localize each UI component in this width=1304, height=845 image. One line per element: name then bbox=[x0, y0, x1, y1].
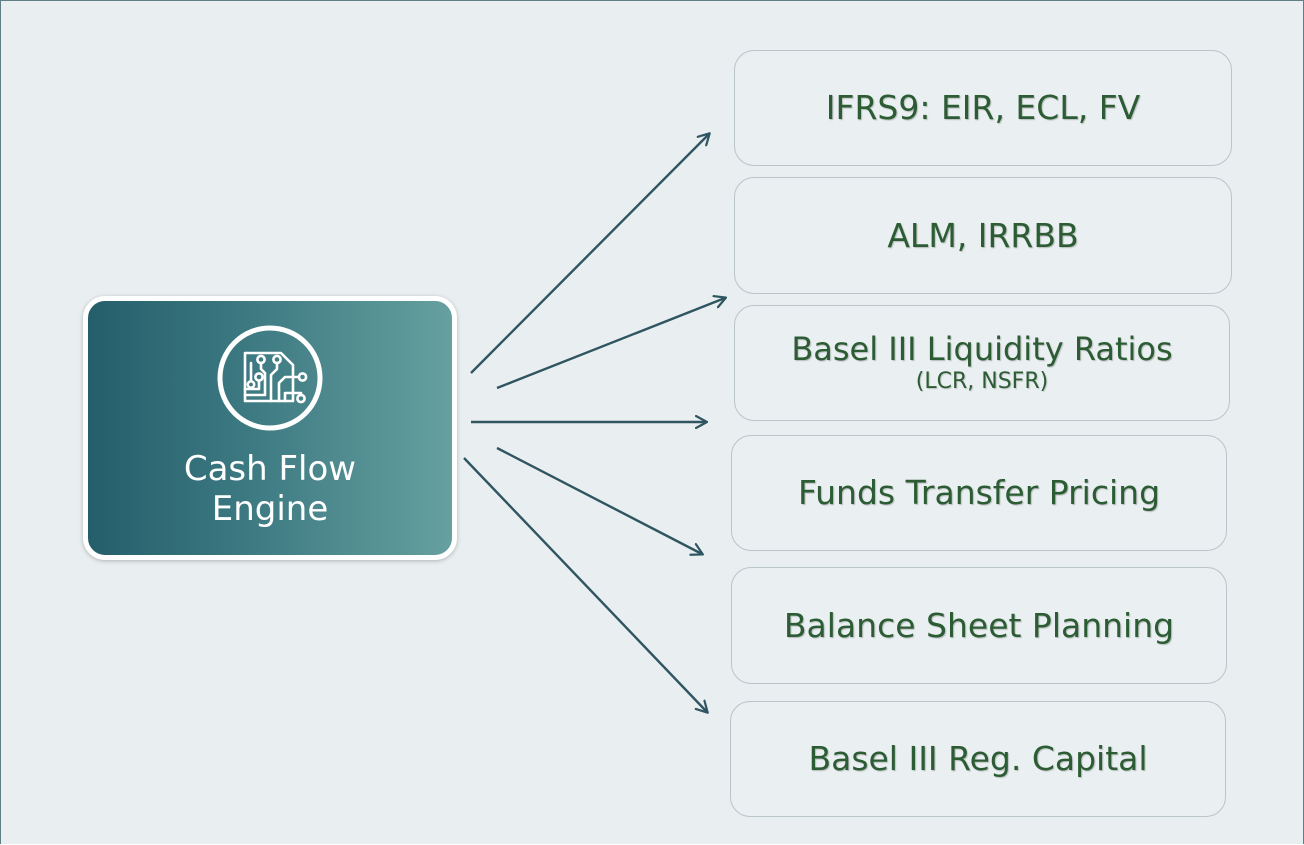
cash-flow-engine-box: Cash Flow Engine bbox=[83, 296, 457, 560]
arrow-to-alm bbox=[496, 298, 725, 390]
target-balance-sheet-planning-label: Balance Sheet Planning bbox=[783, 605, 1175, 645]
target-funds-transfer-pricing: Funds Transfer Pricing bbox=[731, 435, 1227, 551]
circuit-board-icon bbox=[217, 325, 323, 431]
arrow-to-bs-planning bbox=[463, 457, 707, 712]
target-alm-irrbb: ALM, IRRBB bbox=[734, 177, 1232, 294]
arrow-to-ftp bbox=[496, 446, 702, 554]
target-funds-transfer-pricing-label: Funds Transfer Pricing bbox=[797, 473, 1161, 512]
target-basel-reg-capital-label: Basel III Reg. Capital bbox=[808, 739, 1148, 778]
engine-label: Cash Flow Engine bbox=[183, 449, 357, 529]
target-ifrs9: IFRS9: EIR, ECL, FV bbox=[734, 50, 1232, 166]
arrow-to-ifrs9 bbox=[470, 134, 709, 374]
target-balance-sheet-planning: Balance Sheet Planning bbox=[731, 567, 1227, 684]
target-ifrs9-label: IFRS9: EIR, ECL, FV bbox=[825, 88, 1141, 127]
target-basel-liquidity-sublabel: (LCR, NSFR) bbox=[915, 369, 1049, 394]
target-basel-liquidity: Basel III Liquidity Ratios (LCR, NSFR) bbox=[734, 305, 1230, 421]
target-basel-reg-capital: Basel III Reg. Capital bbox=[730, 701, 1226, 817]
target-basel-liquidity-label: Basel III Liquidity Ratios bbox=[791, 330, 1173, 368]
target-alm-irrbb-label: ALM, IRRBB bbox=[887, 215, 1079, 255]
